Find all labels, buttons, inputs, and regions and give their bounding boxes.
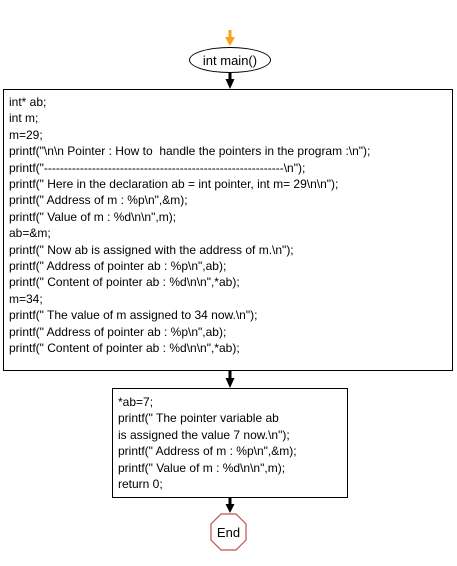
code-line: printf(" Address of pointer ab : %p\n",a… bbox=[9, 259, 227, 274]
code-line: is assigned the value 7 now.\n"); bbox=[118, 427, 290, 442]
end-label: End bbox=[216, 524, 241, 540]
process-block-2: *ab=7; printf(" The pointer variable ab … bbox=[112, 388, 348, 498]
code-line: printf(" Value of m : %d\n\n",m); bbox=[9, 209, 177, 224]
arrow-block2-to-end bbox=[225, 498, 235, 513]
code-line: printf(" Now ab is assigned with the add… bbox=[9, 242, 294, 257]
code-line: printf(" The value of m assigned to 34 n… bbox=[9, 308, 258, 323]
code-line: int m; bbox=[9, 111, 39, 126]
code-line: int* ab; bbox=[9, 95, 47, 109]
arrow-start-to-block1 bbox=[225, 73, 235, 89]
code-line: printf("--------------------------------… bbox=[9, 160, 306, 175]
code-line: printf(" Content of pointer ab : %d\n\n"… bbox=[9, 341, 240, 356]
code-line: printf("\n\n Pointer : How to handle the… bbox=[9, 144, 371, 159]
code-line: printf(" Address of m : %p\n",&m); bbox=[9, 193, 188, 208]
code-line: *ab=7; bbox=[118, 395, 154, 409]
arrow-block1-to-block2 bbox=[225, 371, 235, 388]
code-line: printf(" Content of pointer ab : %d\n\n"… bbox=[9, 275, 240, 290]
process-block-1: int* ab; int m; m=29; printf("\n\n Point… bbox=[3, 89, 453, 371]
code-line: ab=&m; bbox=[9, 226, 51, 241]
code-line: m=29; bbox=[9, 127, 43, 142]
code-line: printf(" Here in the declaration ab = in… bbox=[9, 177, 339, 192]
start-label: int main() bbox=[202, 52, 258, 68]
code-line: printf(" Address of m : %p\n",&m); bbox=[118, 444, 297, 459]
code-line: printf(" Value of m : %d\n\n",m); bbox=[118, 460, 286, 475]
code-line: printf(" The pointer variable ab bbox=[118, 411, 279, 426]
end-terminal-shape bbox=[210, 513, 247, 551]
code-line: m=34; bbox=[9, 291, 43, 306]
end-terminal: End bbox=[210, 513, 247, 551]
start-entry-arrow bbox=[225, 30, 235, 46]
code-line: printf(" Address of pointer ab : %p\n",a… bbox=[9, 324, 227, 339]
code-line: return 0; bbox=[118, 477, 163, 492]
start-terminal: int main() bbox=[189, 47, 271, 73]
